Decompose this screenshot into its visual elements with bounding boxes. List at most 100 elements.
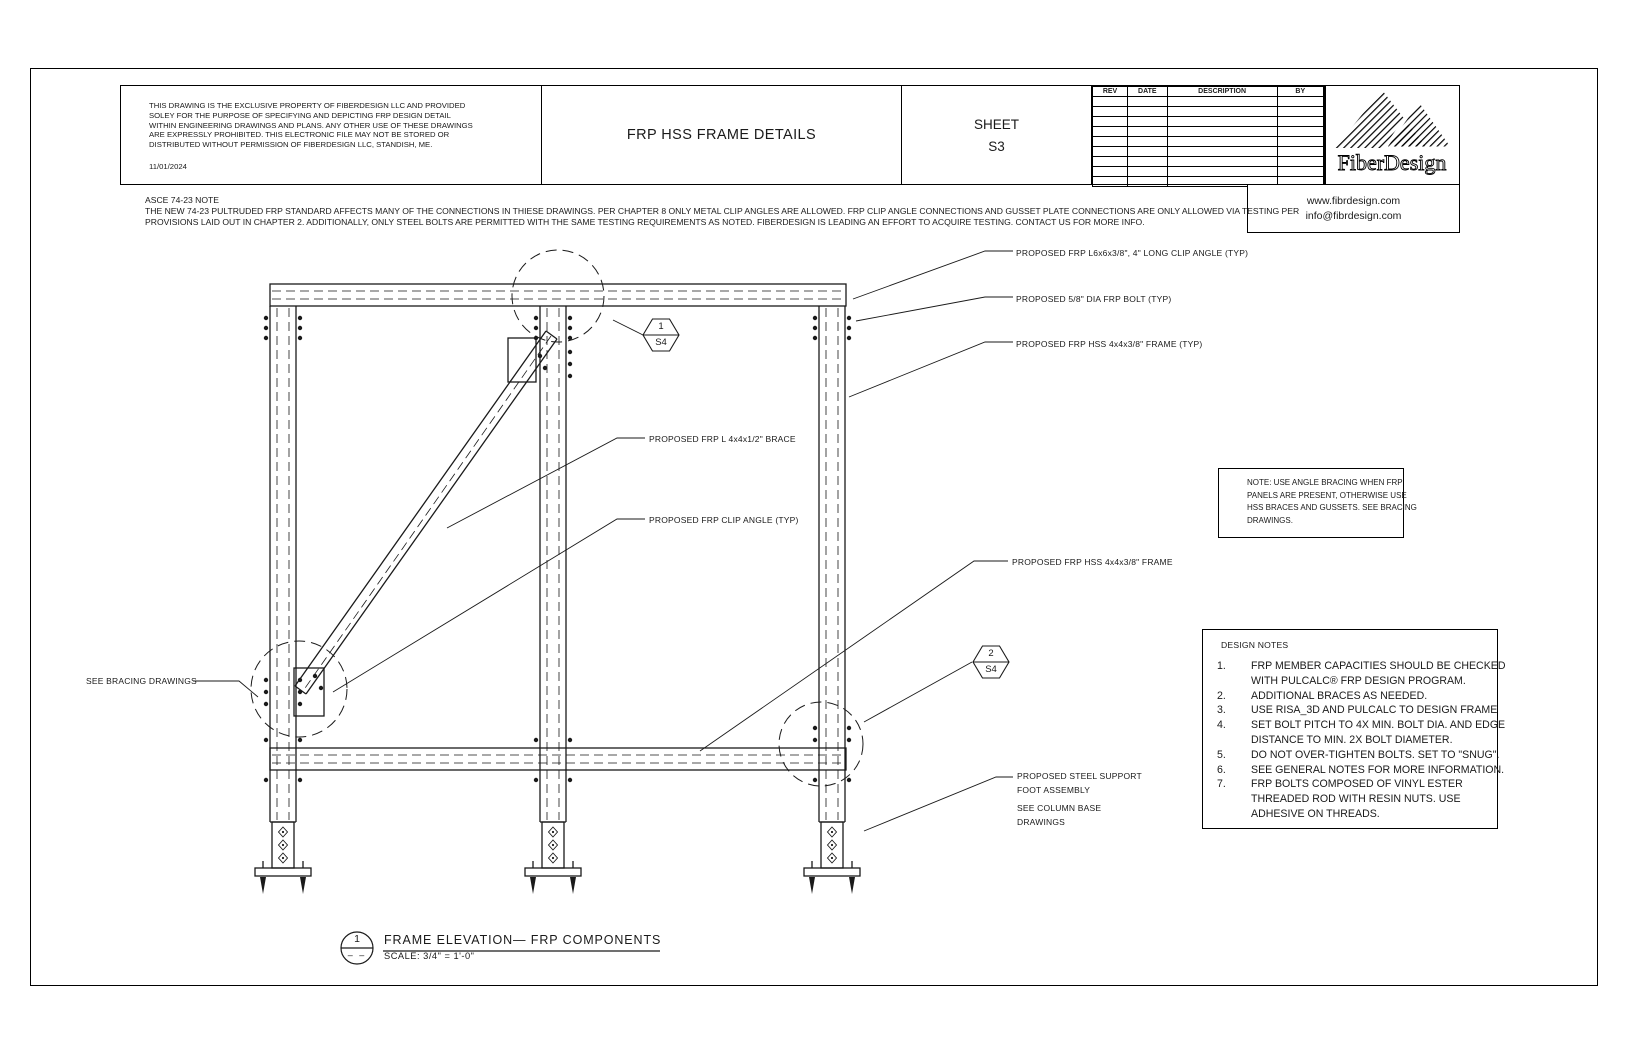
design-note-line: USE RISA_3D AND PULCALC TO DESIGN FRAME [1251, 704, 1498, 717]
revision-cell: REV DATE DESCRIPTION BY [1091, 86, 1325, 187]
callout-column-base: SEE COLUMN BASE DRAWINGS [1017, 801, 1101, 829]
design-note-item: 3. USE RISA_3D AND PULCALC TO DESIGN FRA… [1217, 703, 1497, 718]
bracing-note-box: NOTE: USE ANGLE BRACING WHEN FRP PANELS … [1218, 468, 1417, 538]
disclaimer-line: DISTRIBUTED WITHOUT PERMISSION OF FIBERD… [149, 140, 433, 150]
bolts-and-anchors [260, 315, 855, 894]
brand-name: FiberDesign [1338, 150, 1447, 175]
disclaimer-line: ARE EXPRESSLY PROHIBITED. THIS ELECTRONI… [149, 130, 450, 140]
asce-note-line: PROVISIONS LAID OUT IN CHAPTER 2. ADDITI… [145, 217, 1145, 228]
callout-see-bracing: SEE BRACING DRAWINGS [86, 676, 197, 686]
design-note-line: FRP MEMBER CAPACITIES SHOULD BE CHECKED [1251, 660, 1506, 672]
revision-table: REV DATE DESCRIPTION BY [1091, 86, 1325, 187]
asce-note: ASCE 74-23 NOTE THE NEW 74-23 PULTRUDED … [145, 195, 1299, 229]
design-note-text: SEE GENERAL NOTES FOR MORE INFORMATION. [1251, 763, 1504, 778]
rev-header-description: DESCRIPTION [1166, 86, 1278, 97]
drawing-title: FRP HSS FRAME DETAILS [541, 86, 901, 184]
design-note-line: WITH PULCALC® FRP DESIGN PROGRAM. [1251, 674, 1466, 687]
disclaimer-line: WITHIN ENGINEERING DRAWINGS AND PLANS. A… [149, 120, 473, 130]
design-note-text: FRP MEMBER CAPACITIES SHOULD BE CHECKED … [1251, 659, 1506, 689]
sheet-number: S3 [988, 138, 1005, 154]
design-note-text: DO NOT OVER-TIGHTEN BOLTS. SET TO "SNUG"… [1251, 748, 1499, 763]
column-base-line: DRAWINGS [1017, 817, 1066, 827]
design-note-number: 2. [1217, 689, 1226, 702]
drawing-date: 11/01/2024 [149, 161, 187, 171]
sheet-border [30, 68, 1598, 986]
sheet-cell: SHEET S3 [901, 86, 1091, 184]
design-note-line: ADHESIVE ON THREADS. [1251, 807, 1380, 820]
column-linework [254, 306, 861, 877]
design-note-number: 4. [1217, 719, 1226, 732]
design-note-line: SEE GENERAL NOTES FOR MORE INFORMATION. [1251, 763, 1505, 776]
beam-linework [269, 283, 847, 771]
revision-table-body [1091, 96, 1325, 187]
leader-lines [193, 250, 1013, 832]
foot-assembly-line: PROPOSED STEEL SUPPORT [1017, 771, 1142, 781]
bracing-note-line: DRAWINGS. [1247, 515, 1293, 525]
detail-marker-1-number: 1 [658, 321, 664, 332]
design-note-item: 7. FRP BOLTS COMPOSED OF VINYL ESTER THR… [1217, 777, 1497, 821]
disclaimer-cell: THIS DRAWING IS THE EXCLUSIVE PROPERTY O… [121, 86, 541, 184]
design-note-number: 6. [1217, 763, 1226, 776]
detail-marker-1-sheet: S4 [655, 337, 667, 348]
design-note-text: ADDITIONAL BRACES AS NEEDED. [1251, 689, 1427, 704]
callout-brace: PROPOSED FRP L 4x4x1/2" BRACE [649, 434, 796, 444]
view-scale: SCALE: 3/4" = 1'-0" [384, 951, 475, 961]
contact-box: www.fibrdesign.com info@fibrdesign.com [1247, 185, 1460, 233]
disclaimer-line: THIS DRAWING IS THE EXCLUSIVE PROPERTY O… [149, 101, 466, 110]
fiberdesign-logo: FiberDesign [1335, 90, 1456, 175]
design-note-number: 1. [1217, 660, 1226, 672]
callout-frp-clip-angle: PROPOSED FRP CLIP ANGLE (TYP) [649, 515, 799, 525]
bracing-note-line: NOTE: USE ANGLE BRACING WHEN FRP [1247, 478, 1403, 487]
bracing-note-line: PANELS ARE PRESENT, OTHERWISE USE [1247, 490, 1407, 500]
detail-marker-2-sheet: S4 [985, 664, 997, 675]
design-note-item: 1. FRP MEMBER CAPACITIES SHOULD BE CHECK… [1217, 659, 1506, 689]
view-bubble-dash: – – [347, 950, 367, 960]
design-note-number: 7. [1217, 778, 1226, 791]
design-note-text: FRP BOLTS COMPOSED OF VINYL ESTER THREAD… [1251, 777, 1463, 821]
design-note-line: ADDITIONAL BRACES AS NEEDED. [1251, 689, 1428, 702]
brand-email: info@fibrdesign.com [1305, 210, 1402, 222]
callout-hss-frame: PROPOSED FRP HSS 4x4x3/8" FRAME [1012, 557, 1173, 567]
view-title-bubble [340, 931, 660, 965]
column-base-line: SEE COLUMN BASE [1017, 803, 1102, 813]
callout-frp-bolt: PROPOSED 5/8" DIA FRP BOLT (TYP) [1016, 294, 1172, 304]
design-note-item: 6. SEE GENERAL NOTES FOR MORE INFORMATIO… [1217, 763, 1504, 778]
design-note-item: 5. DO NOT OVER-TIGHTEN BOLTS. SET TO "SN… [1217, 748, 1499, 763]
design-note-number: 3. [1217, 704, 1226, 717]
detail-marker-2-number: 2 [988, 648, 994, 659]
callout-clip-angle-typ: PROPOSED FRP L6x6x3/8", 4" LONG CLIP ANG… [1016, 248, 1249, 258]
design-note-item: 2. ADDITIONAL BRACES AS NEEDED. [1217, 689, 1497, 704]
design-note-number: 5. [1217, 748, 1226, 761]
foot-assembly-line: FOOT ASSEMBLY [1017, 785, 1091, 795]
bracing-note-line: HSS BRACES AND GUSSETS. SEE BRACING [1247, 503, 1417, 513]
hex-markers [642, 318, 1010, 679]
disclaimer-line: SOLEY FOR THE PURPOSE OF SPECIFYING AND … [149, 110, 451, 120]
asce-note-heading: ASCE 74-23 NOTE [145, 195, 220, 205]
asce-note-line: THE NEW 74-23 PULTRUDED FRP STANDARD AFF… [145, 206, 1300, 217]
design-note-text: USE RISA_3D AND PULCALC TO DESIGN FRAME [1251, 703, 1497, 718]
rev-header-date: DATE [1127, 86, 1168, 97]
view-title: FRAME ELEVATION— FRP COMPONENTS [384, 933, 662, 947]
callout-foot-assembly: PROPOSED STEEL SUPPORT FOOT ASSEMBLY [1017, 769, 1142, 797]
brand-website: www.fibrdesign.com [1306, 195, 1401, 207]
mountain-logo-icon [1335, 90, 1456, 150]
design-notes-box: DESIGN NOTES 1. FRP MEMBER CAPACITIES SH… [1202, 629, 1506, 829]
detail-circles [250, 249, 864, 787]
design-note-line: DISTANCE TO MIN. 2X BOLT DIAMETER. [1251, 733, 1453, 746]
rev-header-by: BY [1276, 86, 1325, 97]
title-block: THIS DRAWING IS THE EXCLUSIVE PROPERTY O… [120, 85, 1325, 187]
hidden-lines [272, 290, 844, 820]
view-bubble-number: 1 [354, 933, 360, 945]
sheet-label: SHEET [973, 116, 1019, 132]
rev-header-rev: REV [1091, 86, 1129, 97]
design-note-line: DO NOT OVER-TIGHTEN BOLTS. SET TO "SNUG"… [1251, 748, 1500, 761]
design-note-line: FRP BOLTS COMPOSED OF VINYL ESTER [1251, 778, 1463, 791]
callout-hss-frame-typ: PROPOSED FRP HSS 4x4x3/8" FRAME (TYP) [1016, 339, 1203, 349]
design-note-text: SET BOLT PITCH TO 4X MIN. BOLT DIA. AND … [1251, 718, 1505, 748]
design-note-line: SET BOLT PITCH TO 4X MIN. BOLT DIA. AND … [1251, 719, 1506, 732]
design-note-item: 4. SET BOLT PITCH TO 4X MIN. BOLT DIA. A… [1217, 718, 1505, 748]
design-note-line: THREADED ROD WITH RESIN NUTS. USE [1251, 793, 1461, 806]
design-notes-heading: DESIGN NOTES [1221, 640, 1289, 650]
